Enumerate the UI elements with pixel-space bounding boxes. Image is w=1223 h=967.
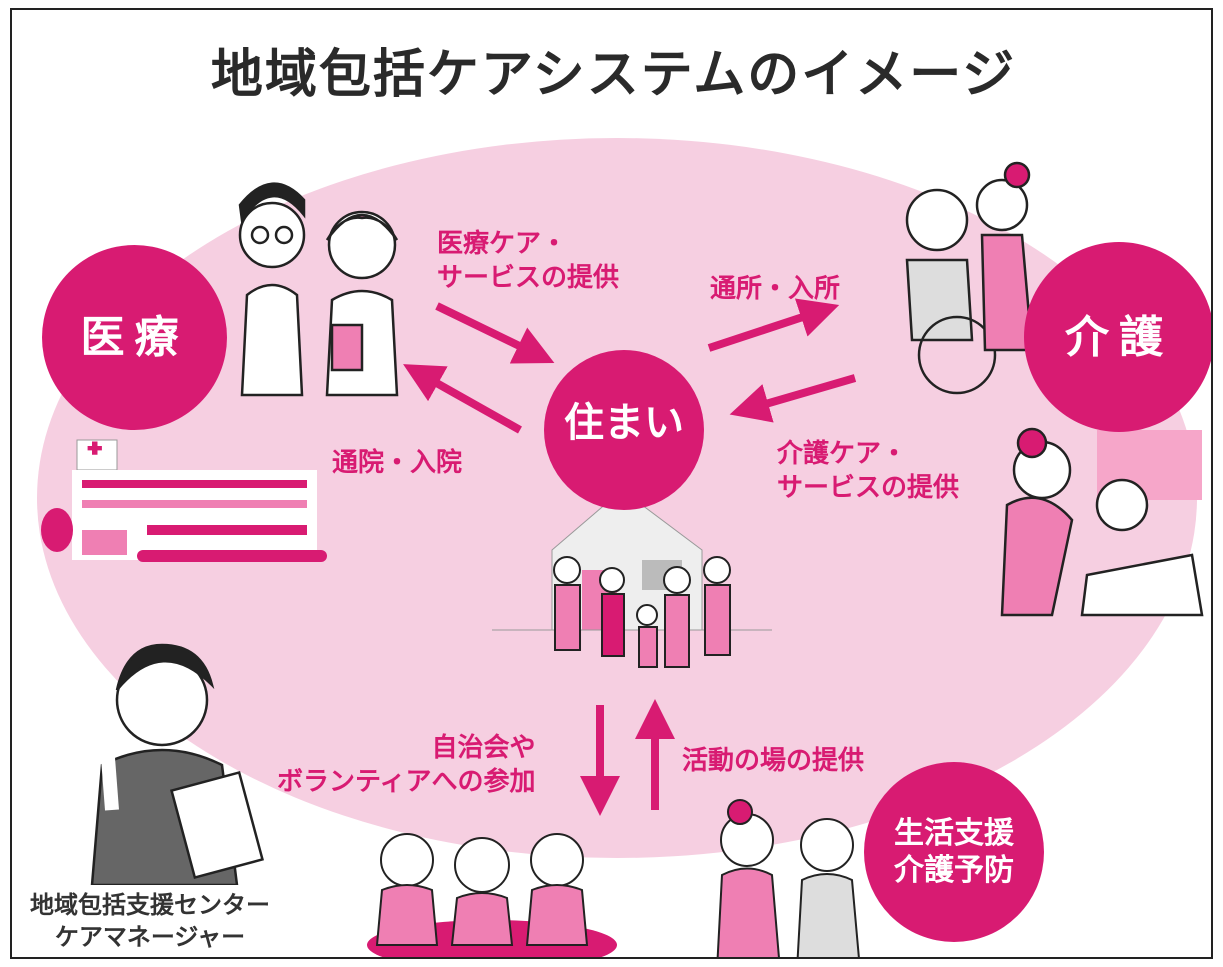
doctor-and-nurse-illustration [238, 182, 399, 397]
hub-care: 介護 [1024, 242, 1211, 432]
label-care-service: 介護ケア・ サービスの提供 [777, 438, 959, 506]
bedside-care-illustration [1000, 427, 1204, 617]
label-volunteer-line2: ボランティアへの参加 [277, 766, 536, 797]
hub-support-label-line1: 生活支援 [894, 815, 1014, 851]
community-tea-gathering-illustration [367, 833, 617, 957]
arrow-home-to-care [707, 298, 840, 352]
hub-medical-label: 医療 [80, 312, 189, 363]
care-manager-illustration [90, 643, 264, 885]
page-title: 地域包括ケアシステムのイメージ [210, 45, 1017, 105]
arrows-layer [403, 298, 857, 816]
hub-daily-living-support: 生活支援 介護予防 [864, 762, 1044, 942]
label-care-manager-line1: 地域包括支援センター [30, 891, 270, 919]
label-care-manager: 地域包括支援センター ケアマネージャー [30, 890, 270, 953]
label-care-manager-line2: ケアマネージャー [54, 922, 246, 951]
label-medical-service-line2: サービスの提供 [437, 262, 620, 293]
hub-support-label-line2: 介護予防 [894, 853, 1014, 888]
label-medical-service-line1: 医療ケア・ [437, 229, 568, 259]
hub-care-label: 介護 [1065, 311, 1173, 363]
house-and-family-illustration [492, 489, 772, 668]
diagram-frame: 地域包括ケアシステムのイメージ [10, 8, 1213, 959]
label-outpatient: 通院・入院 [332, 448, 463, 478]
label-daycare: 通所・入所 [710, 274, 841, 304]
arrow-medical-to-home [435, 302, 555, 364]
hub-home-label: 住まい [564, 400, 684, 446]
label-medical-service: 医療ケア・ サービスの提供 [437, 228, 619, 296]
label-care-service-line2: サービスの提供 [777, 472, 960, 503]
label-care-service-line1: 介護ケア・ [777, 439, 908, 469]
hospital-illustration [41, 439, 327, 562]
daily-living-support-illustration [716, 799, 860, 957]
label-volunteer-line1: 自治会や [431, 733, 536, 763]
label-activity-place: 活動の場の提供 [682, 746, 865, 776]
label-volunteer: 自治会や ボランティアへの参加 [277, 732, 535, 800]
arrow-care-to-home [729, 374, 857, 423]
hub-home: 住まい [544, 350, 704, 510]
hub-medical: 医療 [42, 245, 227, 430]
wheelchair-and-caregiver-illustration [905, 161, 1034, 395]
arrow-home-to-medical [403, 364, 522, 434]
